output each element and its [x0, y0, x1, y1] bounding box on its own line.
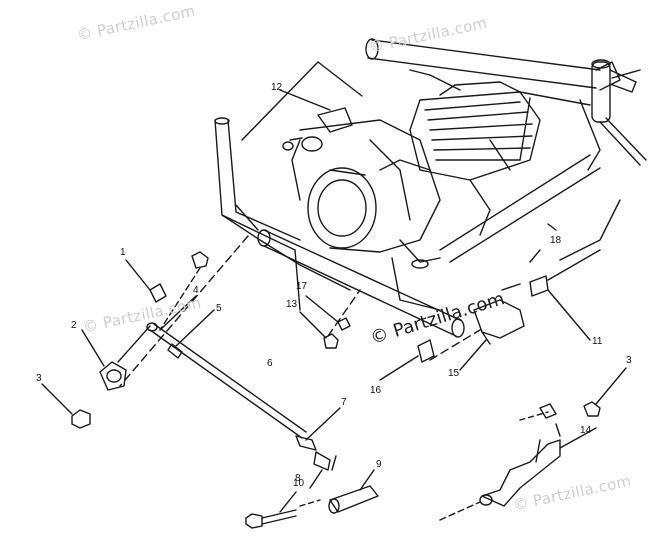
nut-part-4 — [159, 251, 209, 331]
callout-7: 7 — [341, 397, 347, 408]
callout-3-right: 3 — [626, 355, 632, 366]
callout-11: 11 — [592, 336, 603, 347]
callout-13: 13 — [286, 299, 298, 310]
callout-5: 5 — [216, 303, 222, 314]
callout-10: 10 — [293, 478, 305, 489]
lower-bracket-part-14 — [439, 403, 597, 521]
callout-15: 15 — [448, 368, 460, 379]
callout-2: 2 — [71, 320, 77, 331]
nut-part-3-right — [583, 367, 627, 417]
callout-17: 17 — [296, 281, 308, 292]
mount-bracket-part-2 — [81, 325, 151, 391]
callout-12: 12 — [271, 82, 283, 93]
nut-part-13 — [299, 311, 339, 349]
bolt-part-10 — [245, 491, 321, 529]
callout-1: 1 — [120, 247, 126, 258]
clip-part-7 — [305, 407, 341, 441]
callout-3: 3 — [36, 373, 42, 384]
washer-part-17 — [305, 295, 351, 331]
stand-bracket-part-1 — [125, 259, 167, 303]
callout-9: 9 — [376, 459, 382, 470]
bracket-part-15 — [459, 299, 525, 371]
callout-18: 18 — [550, 235, 562, 246]
alignment-lines — [119, 235, 481, 387]
callout-8: 8 — [295, 473, 301, 484]
callout-16: 16 — [370, 385, 382, 396]
nut-part-3-left — [41, 383, 91, 429]
linkage-rod-part-6 — [146, 309, 317, 451]
frame-down-tube — [439, 154, 621, 263]
plate-part-11 — [529, 249, 601, 341]
callout-4: 4 — [193, 285, 199, 296]
spacer-part-16 — [379, 339, 435, 381]
mount-part-18 — [501, 223, 557, 291]
bushing-part-9 — [328, 469, 379, 514]
clevis-part-8 — [309, 451, 337, 489]
callout-14: 14 — [580, 425, 592, 436]
engine — [282, 81, 541, 269]
callout-6: 6 — [267, 358, 273, 369]
callout-12-leader — [241, 61, 363, 141]
steering-head — [579, 59, 647, 171]
